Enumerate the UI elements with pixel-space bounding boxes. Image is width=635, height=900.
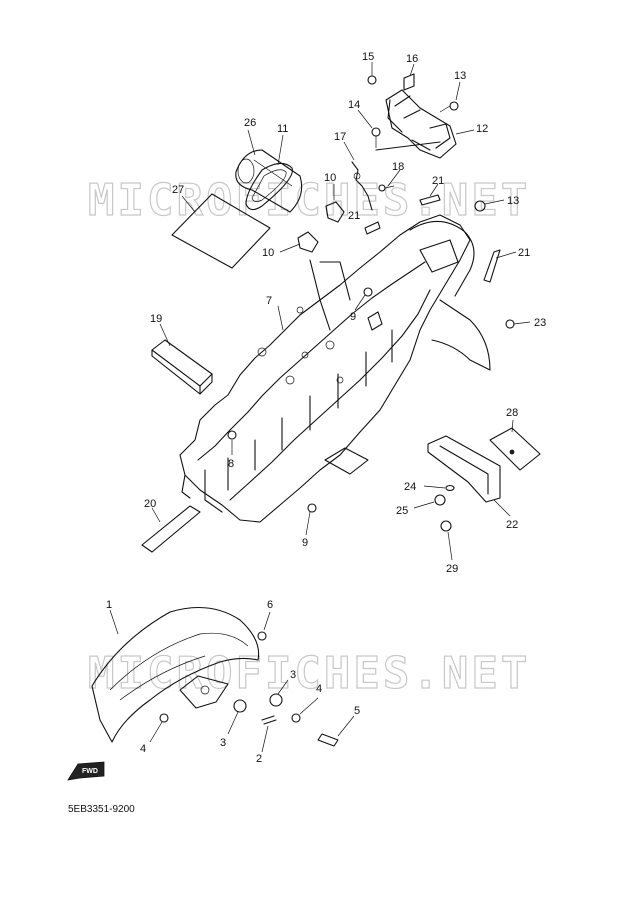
callout-5: 5 <box>354 705 360 717</box>
callout-21a: 21 <box>432 175 444 187</box>
part-7-rear-fender <box>179 214 491 523</box>
callout-12: 12 <box>476 123 488 135</box>
callout-9a: 9 <box>350 311 356 323</box>
part-17-latch <box>351 161 373 211</box>
fwd-label: FWD <box>82 768 98 775</box>
fastener-15 <box>367 75 377 85</box>
callout-15: 15 <box>362 51 374 63</box>
callout-13b: 13 <box>507 195 519 207</box>
callout-26: 26 <box>244 117 256 129</box>
callout-29: 29 <box>446 563 458 575</box>
callout-21b: 21 <box>348 210 360 222</box>
callout-11: 11 <box>277 123 288 135</box>
fastener-8 <box>227 430 237 440</box>
fastener-13b <box>474 200 486 212</box>
part-21-pad-a <box>419 194 441 206</box>
screw-2 <box>261 715 277 725</box>
callout-14: 14 <box>348 99 360 111</box>
callout-28: 28 <box>506 407 518 419</box>
callout-24: 24 <box>404 481 416 493</box>
callout-10b: 10 <box>262 247 274 259</box>
part-22-license-bracket <box>427 435 501 503</box>
fastener-25 <box>434 494 446 506</box>
watermark-top: MICROFICHES.NET <box>88 175 530 226</box>
fastener-9b <box>307 503 317 513</box>
callout-27: 27 <box>172 184 184 196</box>
fastener-24 <box>445 484 455 492</box>
washer-4b <box>159 713 169 723</box>
part-27-sheet <box>171 193 271 269</box>
collar-3b <box>233 699 247 713</box>
part-19-pad <box>151 339 213 395</box>
callout-22: 22 <box>506 519 518 531</box>
callout-1: 1 <box>106 599 112 611</box>
callout-4a: 4 <box>316 683 322 695</box>
part-10-clip-b <box>297 231 319 253</box>
callout-4b: 4 <box>140 743 146 755</box>
callout-16: 16 <box>406 53 418 65</box>
callout-7: 7 <box>266 295 272 307</box>
part-26-cover <box>235 149 303 213</box>
collar-3a <box>269 693 283 707</box>
part-20-strip <box>141 505 201 553</box>
watermark-bottom: MICROFICHES.NET <box>88 648 530 699</box>
fastener-23 <box>505 319 515 329</box>
part-28-reflector <box>489 427 541 471</box>
callout-3a: 3 <box>290 669 296 681</box>
fwd-arrow-icon: FWD <box>67 761 105 781</box>
callout-10a: 10 <box>324 172 336 184</box>
callout-13a: 13 <box>454 70 466 82</box>
part-21-pad-c <box>483 249 501 283</box>
fastener-16 <box>403 73 415 91</box>
part-11-band <box>245 162 293 211</box>
callout-2: 2 <box>256 753 262 765</box>
callout-17: 17 <box>334 131 346 143</box>
washer-4a <box>291 713 301 723</box>
part-21-pad-b <box>364 221 381 235</box>
diagram-code: 5EB3351-9200 <box>68 804 135 815</box>
callout-8: 8 <box>228 458 234 470</box>
part-10-clip-a <box>325 201 345 223</box>
fastener-6 <box>257 631 267 641</box>
callout-20: 20 <box>144 498 156 510</box>
callout-9b: 9 <box>302 537 308 549</box>
callout-6: 6 <box>267 599 273 611</box>
part-12-bracket <box>375 89 457 159</box>
fastener-18 <box>378 184 395 192</box>
callout-25: 25 <box>396 505 408 517</box>
callout-3b: 3 <box>220 737 226 749</box>
callout-19: 19 <box>150 313 162 325</box>
callout-21c: 21 <box>518 247 530 259</box>
fastener-14 <box>371 127 381 148</box>
fastener-13a <box>439 101 459 113</box>
bolt-5 <box>317 733 339 747</box>
fastener-9a <box>363 287 373 297</box>
callout-18: 18 <box>392 161 404 173</box>
part-1-front-fender <box>91 607 260 743</box>
callout-23: 23 <box>534 317 546 329</box>
fastener-29 <box>440 520 452 532</box>
